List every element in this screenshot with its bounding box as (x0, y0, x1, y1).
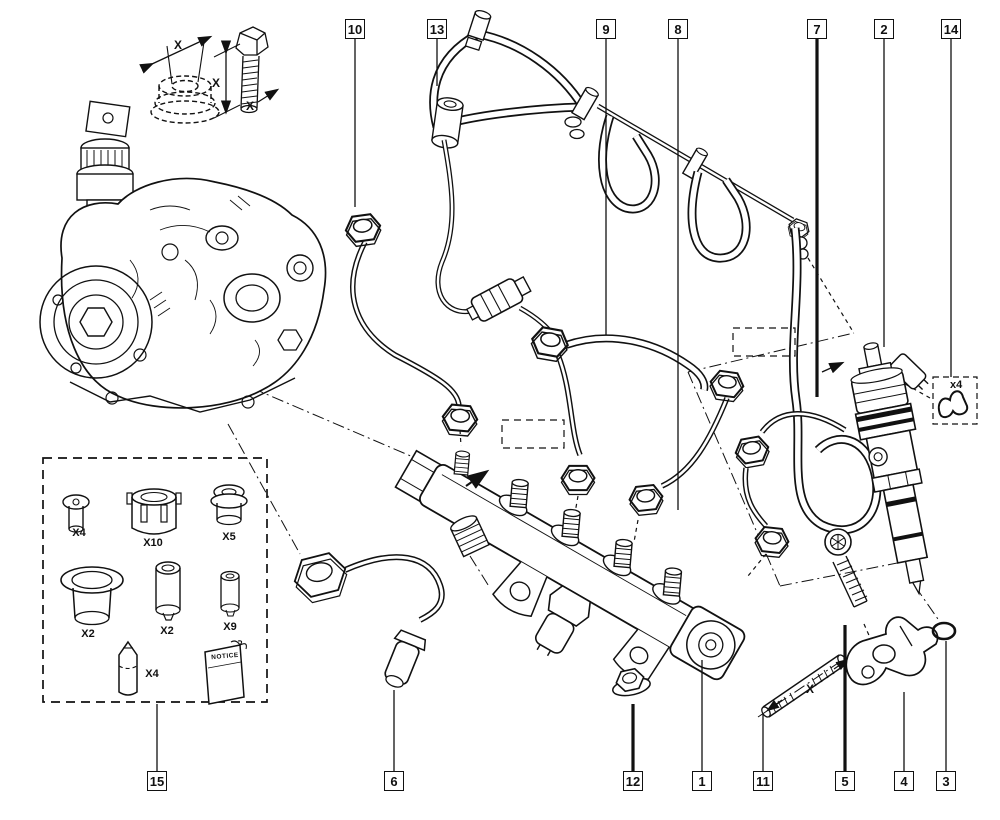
kit-qty-pointed-plug: X4 (145, 668, 159, 680)
kit-sealing-cup (60, 566, 124, 626)
hp-pipe-9 (528, 324, 596, 496)
callout-14[interactable]: 14 (941, 19, 961, 39)
injector-clip (932, 376, 978, 425)
fuel-return-hose-assembly (429, 9, 709, 391)
mounting-stud (757, 654, 851, 718)
kit-qty-pin-plug: X2 (160, 625, 174, 637)
kit-screw-plug (62, 494, 90, 533)
clip-quantity-label: x4 (950, 379, 963, 391)
dim-label-nut: X (174, 38, 183, 52)
torque-detail-nut (139, 35, 220, 124)
empty-callout-box-b (732, 327, 796, 357)
hp-pipe-8 (627, 368, 747, 518)
kit-pin-plug (155, 561, 181, 621)
callout-3[interactable]: 3 (936, 771, 956, 791)
marking-arrows (465, 361, 845, 489)
dim-label-bolt-length: X (212, 76, 221, 90)
callout-12[interactable]: 12 (623, 771, 643, 791)
kit-pointed-plug (118, 640, 138, 696)
kit-protection-cap (126, 488, 182, 535)
leader-lines (156, 39, 952, 771)
callout-1[interactable]: 1 (692, 771, 712, 791)
kit-notice-booklet (204, 640, 247, 705)
injector-seal-washer (931, 621, 957, 641)
rail-plug (450, 515, 490, 558)
high-pressure-pump (39, 100, 327, 413)
injector-clamp-fork (845, 616, 939, 686)
callout-9[interactable]: 9 (596, 19, 616, 39)
callout-2[interactable]: 2 (874, 19, 894, 39)
hp-pipe-7 (732, 411, 847, 560)
clamp-bolt (824, 528, 868, 608)
dim-label-bolt-tip: X (246, 99, 255, 113)
callout-13[interactable]: 13 (427, 19, 447, 39)
callout-8[interactable]: 8 (668, 19, 688, 39)
kit-small-plug (220, 570, 240, 617)
callout-5[interactable]: 5 (835, 771, 855, 791)
callout-10[interactable]: 10 (345, 19, 365, 39)
kit-qty-protection-cap: X10 (143, 537, 163, 549)
sensor-connector (465, 276, 532, 322)
callout-6[interactable]: 6 (384, 771, 404, 791)
hp-pipe-10 (343, 212, 480, 438)
construction-lines (227, 332, 941, 691)
empty-callout-box-a (501, 419, 565, 449)
rail-pressure-sensor (534, 584, 592, 657)
callout-15[interactable]: 15 (147, 771, 167, 791)
pipe-6 (293, 552, 445, 688)
sensor-nut (612, 667, 651, 697)
callout-4[interactable]: 4 (894, 771, 914, 791)
kit-box (42, 457, 268, 705)
fuel-rail (394, 449, 746, 681)
callout-11[interactable]: 11 (753, 771, 773, 791)
injector (850, 342, 929, 596)
kit-flanged-bush (210, 484, 248, 526)
callout-7[interactable]: 7 (807, 19, 827, 39)
kit-qty-sealing-cup: X2 (81, 628, 95, 640)
injector-return-line (596, 103, 882, 535)
kit-qty-flanged-bush: X5 (222, 531, 236, 543)
dim-label-stud: X (806, 682, 815, 696)
torque-detail-bolt (213, 26, 280, 119)
kit-qty-small-plug: X9 (223, 621, 237, 633)
kit-qty-screw-plug: X4 (72, 527, 86, 539)
